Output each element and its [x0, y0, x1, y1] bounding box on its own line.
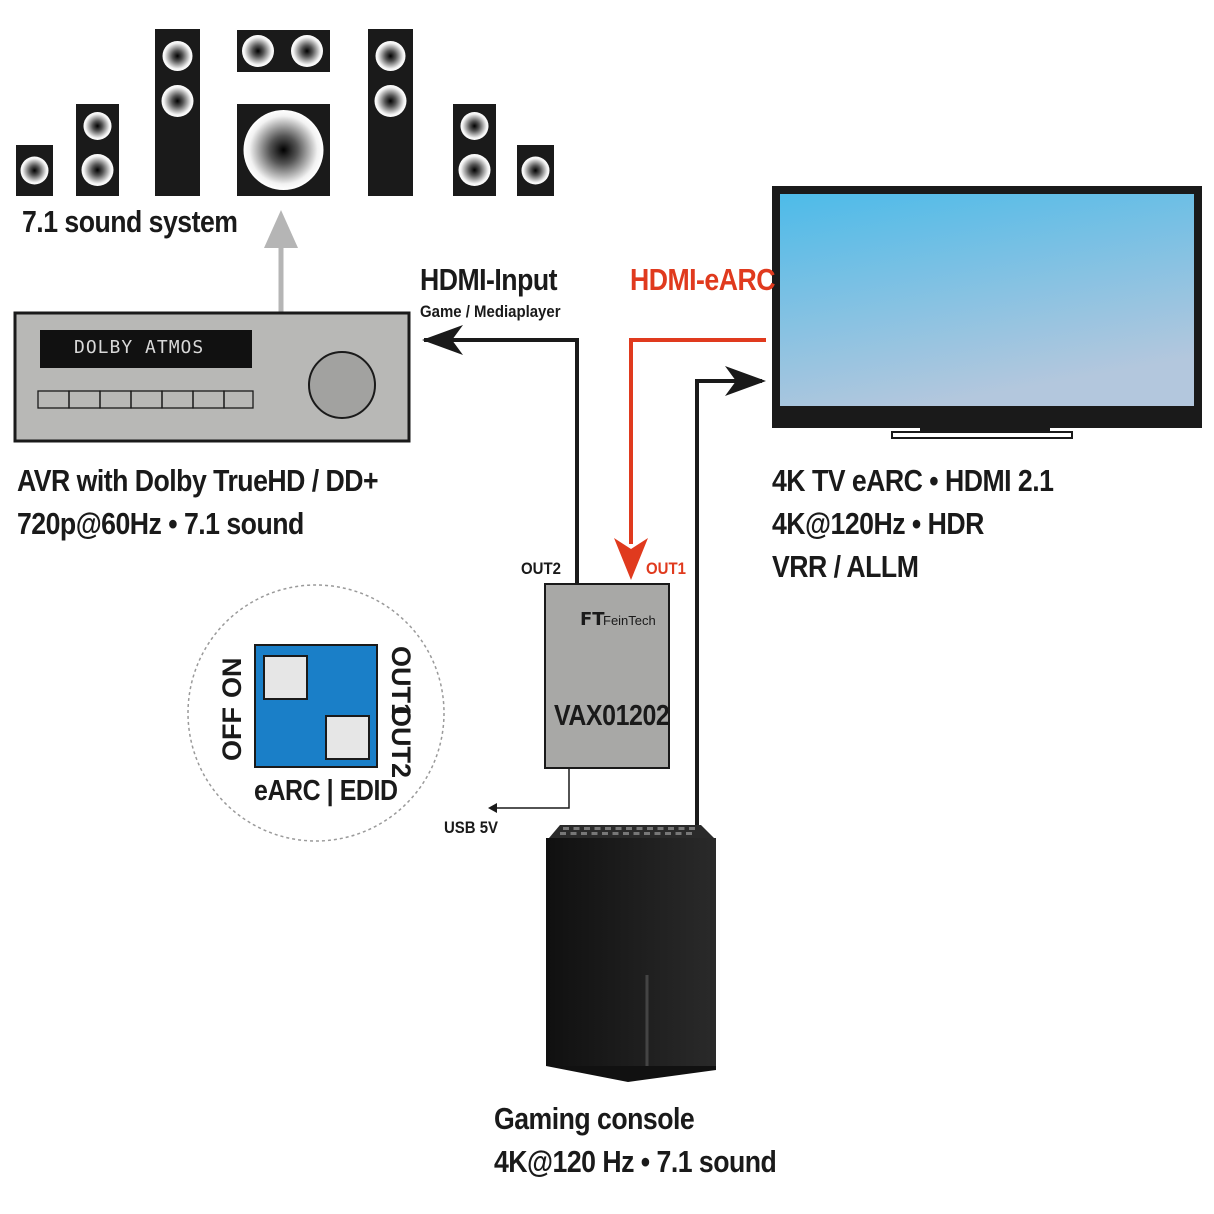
console-vent-grid [560, 827, 695, 835]
vent-hole [591, 832, 598, 835]
dip-out1-label: OUT1 [386, 646, 416, 719]
avr-caption-line1: AVR with Dolby TrueHD / DD+ [17, 463, 379, 498]
avr-button-row [37, 390, 254, 409]
tv-caption-line1: 4K TV eARC • HDMI 2.1 [772, 463, 1054, 498]
gaming-console [546, 825, 716, 1082]
usb-label: USB 5V [444, 818, 499, 837]
hdmi-earc-cable [629, 338, 766, 544]
vent-hole [665, 832, 671, 835]
avr-display: DOLBY ATMOS [40, 330, 252, 368]
vent-hole [615, 827, 622, 830]
console-to-tv-cable [695, 379, 762, 836]
vent-hole [626, 827, 632, 830]
vent-hole [602, 832, 608, 835]
speaker-center [237, 30, 330, 72]
vent-hole [605, 827, 611, 830]
avr-to-speakers-arrow [264, 210, 298, 312]
avr-volume-knob [308, 351, 376, 419]
speaker-tower-right [368, 29, 413, 196]
vent-hole [584, 827, 590, 830]
vent-hole [689, 827, 695, 830]
hdmi-earc-title: HDMI-eARC [630, 262, 775, 297]
hdmi-input-cable [424, 338, 579, 584]
dip-off-label: OFF [217, 707, 247, 761]
speaker-small-right [517, 145, 554, 196]
vent-hole [570, 832, 577, 835]
dip-on-label: ON [217, 657, 247, 699]
dip-switch-inset [187, 584, 445, 842]
vent-hole [668, 827, 674, 830]
vent-hole [675, 832, 682, 835]
console-caption-line2: 4K@120 Hz • 7.1 sound [494, 1144, 777, 1179]
speaker-small-left [16, 145, 53, 196]
vent-hole [560, 832, 566, 835]
vent-hole [623, 832, 629, 835]
hdmi-input-subtitle: Game / Mediaplayer [420, 302, 561, 321]
feintech-logo-icon: FT [580, 609, 605, 630]
tv [772, 186, 1202, 439]
avr-display-text: DOLBY ATMOS [74, 337, 205, 358]
vent-hole [594, 827, 601, 830]
speaker-system-caption: 7.1 sound system [22, 204, 238, 239]
subwoofer [237, 104, 330, 196]
vent-hole [654, 832, 661, 835]
vent-hole [636, 827, 643, 830]
vent-hole [581, 832, 587, 835]
hdmi-input-title: HDMI-Input [420, 262, 557, 297]
vent-hole [573, 827, 580, 830]
vent-hole [633, 832, 640, 835]
vent-hole [686, 832, 692, 835]
dip-switch-caption: eARC | EDID [254, 775, 398, 807]
usb-cable [492, 768, 570, 809]
device-brand: FeinTech [603, 613, 656, 628]
tv-caption-line2: 4K@120Hz • HDR [772, 506, 984, 541]
speaker-bookshelf-left [76, 104, 119, 196]
out2-label: OUT2 [521, 559, 561, 578]
speaker-tower-left [155, 29, 200, 196]
vent-hole [644, 832, 650, 835]
vent-hole [563, 827, 569, 830]
avr-caption-line2: 720p@60Hz • 7.1 sound [17, 506, 304, 541]
vent-hole [657, 827, 664, 830]
vent-hole [612, 832, 619, 835]
vent-hole [647, 827, 653, 830]
tv-caption-line3: VRR / ALLM [772, 549, 919, 584]
speaker-system [16, 29, 554, 196]
out1-label: OUT1 [646, 559, 686, 578]
device-model: VAX01202 [554, 700, 670, 732]
speaker-bookshelf-right [453, 104, 496, 196]
dip-switch-1 [263, 655, 308, 700]
dip-switch-2 [325, 715, 370, 760]
vax01202-device [544, 583, 670, 769]
console-caption-line1: Gaming console [494, 1101, 695, 1136]
vent-hole [678, 827, 685, 830]
